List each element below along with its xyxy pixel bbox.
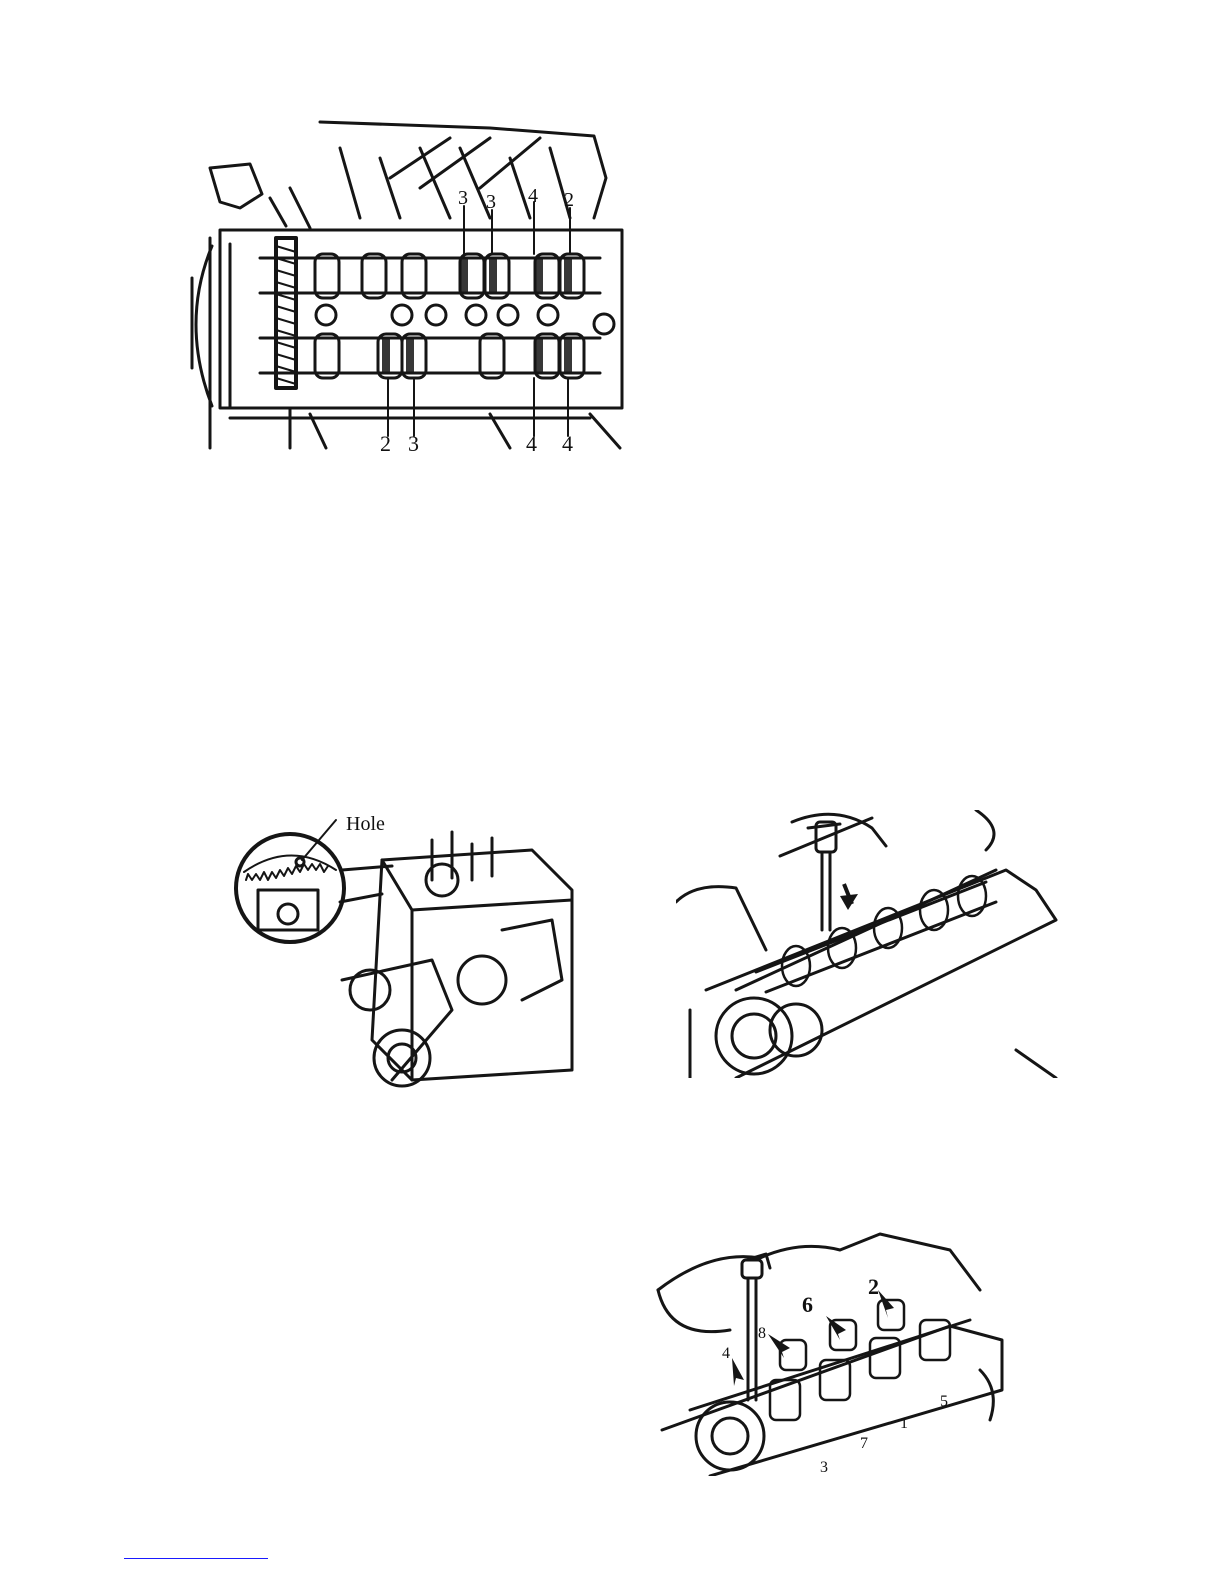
label-1: 1 xyxy=(900,1415,908,1432)
cam-cap-bolt-sequence-figure: 6 2 8 4 3 7 1 5 xyxy=(650,1230,1010,1476)
label-6: 6 xyxy=(802,1292,813,1317)
label-4: 4 xyxy=(722,1345,730,1362)
callout-top-1: 3 xyxy=(458,187,468,209)
cam-cap-removal-figure xyxy=(676,810,1060,1078)
label-5: 5 xyxy=(940,1393,948,1410)
callout-bottom-1: 2 xyxy=(380,431,391,451)
label-3: 3 xyxy=(820,1459,828,1476)
callout-bottom-3: 4 xyxy=(526,431,537,451)
cam-sprocket-hole-figure: Hole xyxy=(232,810,584,1088)
callout-bottom-4: 4 xyxy=(562,431,573,451)
callout-bottom-2: 3 xyxy=(408,431,419,451)
label-8: 8 xyxy=(758,1325,766,1342)
label-2: 2 xyxy=(868,1274,879,1299)
label-7: 7 xyxy=(860,1435,868,1452)
footnote-rule xyxy=(124,1558,268,1559)
camshaft-top-view-figure: 3 3 4 2 2 3 4 4 xyxy=(190,118,632,451)
hole-label: Hole xyxy=(346,813,385,835)
callout-top-2: 3 xyxy=(486,191,496,213)
callout-top-4: 2 xyxy=(564,189,574,211)
callout-top-3: 4 xyxy=(528,185,538,207)
